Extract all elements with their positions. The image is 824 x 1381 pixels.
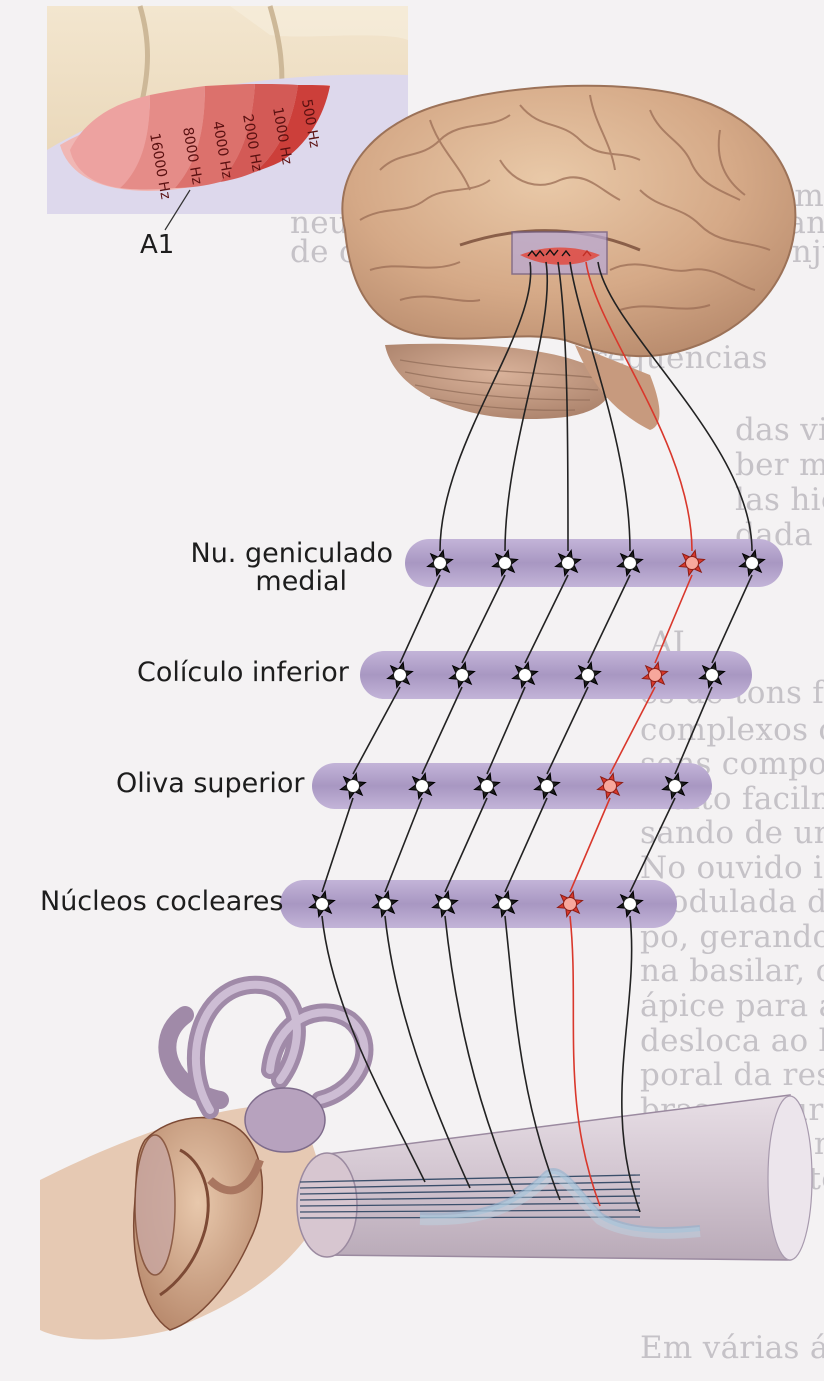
neurons (310, 550, 765, 916)
nerve-fiber (712, 575, 752, 663)
nerve-fiber (505, 798, 547, 892)
label-geniculate-line1: Nu. geniculado (180, 540, 393, 568)
brain (342, 86, 795, 430)
band-cochlear (280, 880, 677, 928)
nerve-fiber (322, 798, 353, 892)
nerve-fiber (353, 687, 400, 774)
nerve-fiber (422, 687, 462, 774)
nerve-fiber (487, 687, 525, 774)
label-cochlear: Núcleos cocleares (40, 888, 284, 916)
highlight-fiber (655, 575, 692, 663)
label-geniculate-line2: medial (180, 568, 393, 596)
nerve-fiber (675, 687, 712, 774)
inner-ear (40, 985, 812, 1340)
highlight-fiber (610, 687, 655, 774)
nerve-fiber (525, 575, 568, 663)
label-geniculate: Nu. geniculado medial (180, 540, 393, 596)
nuclei-bands (280, 539, 783, 928)
highlight-fiber (570, 798, 610, 892)
a1-label: A1 (140, 230, 174, 260)
label-olive: Oliva superior (116, 770, 305, 798)
cerebrum (342, 86, 795, 356)
nerve-fiber (588, 575, 630, 663)
band-geniculate (405, 539, 783, 587)
nerve-fiber (547, 687, 588, 774)
band-olive (312, 763, 712, 809)
nerve-fiber (630, 798, 675, 892)
nerve-fiber (322, 916, 425, 1182)
nerve-fiber (400, 575, 440, 663)
nerve-fiber (462, 575, 505, 663)
label-colliculus: Colículo inferior (137, 659, 349, 687)
band-colliculus (360, 651, 752, 699)
eardrum (135, 1135, 175, 1275)
vestibule (245, 1088, 325, 1152)
nerve-fiber (445, 798, 487, 892)
nerve-fiber (385, 798, 422, 892)
